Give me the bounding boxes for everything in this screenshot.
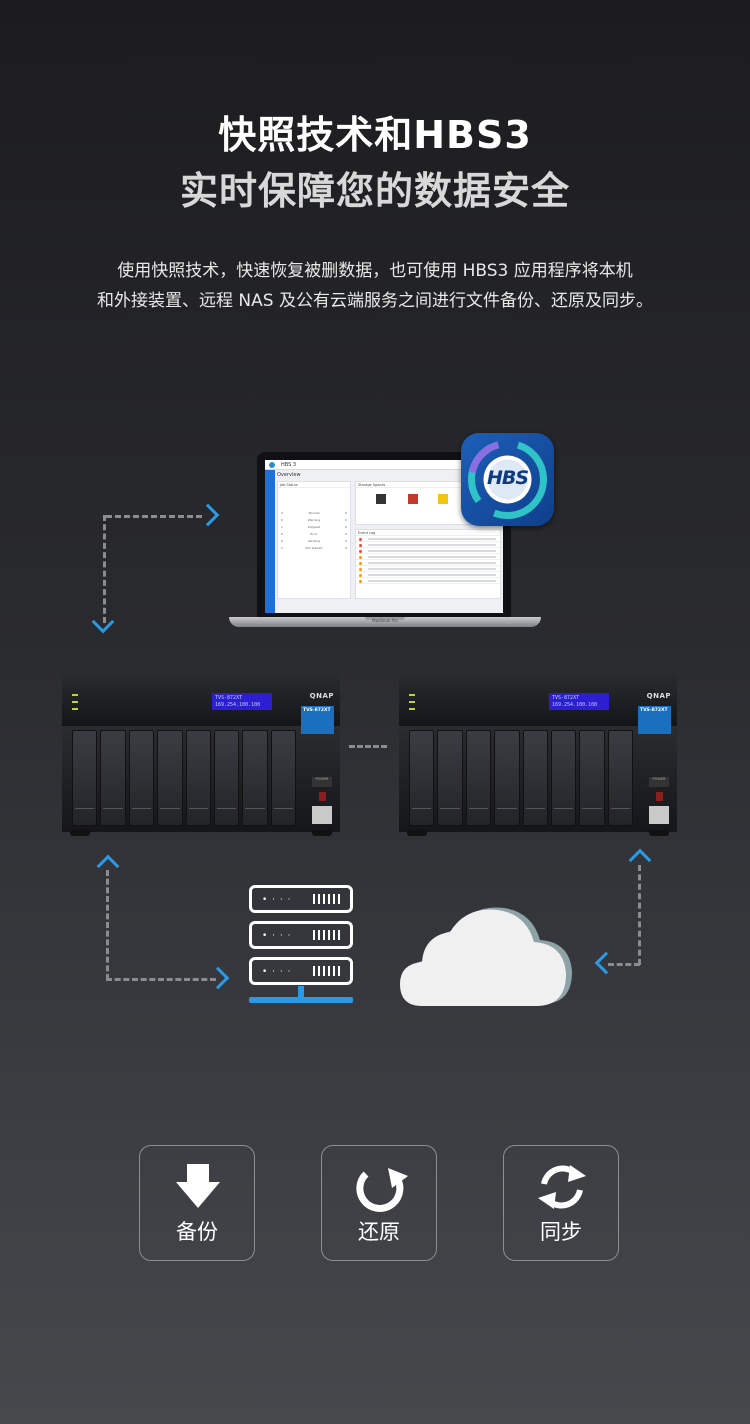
device-label: MacBook Pro xyxy=(372,618,398,623)
status-leds xyxy=(72,694,86,715)
laptop-base xyxy=(229,617,541,627)
nas-brand: QNAP xyxy=(646,692,671,700)
event-log-title: Event Log xyxy=(356,530,500,536)
hbs-logo-icon xyxy=(269,462,275,468)
description: 使用快照技术，快速恢复被删数据，也可使用 HBS3 应用程序将本机 和外接装置、… xyxy=(0,256,750,316)
power-button: POWER xyxy=(312,777,332,787)
drive-bays xyxy=(72,730,296,826)
cloud-icon xyxy=(398,900,578,1008)
drive-bay xyxy=(437,730,463,826)
sync-button[interactable]: 同步 xyxy=(503,1145,619,1261)
drive-bay xyxy=(242,730,268,826)
status-leds xyxy=(409,694,423,715)
description-line-2: 和外接装置、远程 NAS 及公有云端服务之间进行文件备份、还原及同步。 xyxy=(97,291,653,311)
nas-brand: QNAP xyxy=(309,692,334,700)
nas-model-badge: TVS-872XT xyxy=(638,706,671,734)
drive-bay xyxy=(157,730,183,826)
restore-label: 还原 xyxy=(358,1220,400,1244)
storage-device-icon xyxy=(408,494,418,504)
sync-icon xyxy=(504,1162,618,1212)
processor-sticker xyxy=(649,806,669,824)
restore-icon xyxy=(322,1162,436,1212)
server-unit: • · · · xyxy=(249,885,353,913)
log-row xyxy=(356,566,500,572)
log-row xyxy=(356,554,500,560)
drive-bay xyxy=(213,730,240,826)
nas-connector-line xyxy=(349,745,387,748)
server-base xyxy=(249,997,353,1003)
status-led xyxy=(319,792,326,801)
drive-bay xyxy=(270,730,296,826)
backup-button[interactable]: 备份 xyxy=(139,1145,255,1261)
description-line-1: 使用快照技术，快速恢复被删数据，也可使用 HBS3 应用程序将本机 xyxy=(117,261,633,281)
page-subtitle: 实时保障您的数据安全 xyxy=(179,169,570,213)
log-row xyxy=(356,578,500,584)
drive-bay xyxy=(409,730,435,826)
storage-spaces-title: Storage Spaces xyxy=(356,482,500,488)
log-row xyxy=(356,560,500,566)
drive-bay xyxy=(494,730,520,826)
hbs-app-icon xyxy=(461,433,554,526)
job-status-title: Job Status xyxy=(278,482,350,488)
server-stem xyxy=(298,986,304,998)
nas-model-badge: TVS-872XT xyxy=(301,706,334,734)
server-unit: • · · · xyxy=(249,957,353,985)
backup-label: 备份 xyxy=(176,1220,218,1244)
drive-bay xyxy=(579,730,605,826)
connector-line xyxy=(106,978,216,981)
chevron-left-icon xyxy=(594,951,618,975)
log-row xyxy=(356,548,500,554)
connector-line xyxy=(106,870,109,980)
restore-button[interactable]: 还原 xyxy=(321,1145,437,1261)
drive-bay xyxy=(128,730,155,826)
app-title: HBS 3 xyxy=(281,462,297,468)
drive-bay xyxy=(522,730,548,826)
log-row xyxy=(356,542,500,548)
drive-bay xyxy=(100,730,126,826)
log-row xyxy=(356,572,500,578)
processor-sticker xyxy=(312,806,332,824)
app-titlebar: HBS 3 xyxy=(265,460,503,470)
drive-bay xyxy=(72,730,98,826)
google-drive-icon xyxy=(438,494,448,504)
download-arrow-icon xyxy=(140,1162,254,1212)
drive-bay xyxy=(465,730,492,826)
event-log-panel: Event Log xyxy=(355,529,501,599)
server-unit: • · · · xyxy=(249,921,353,949)
hbs-icon-text: HBS xyxy=(486,467,529,489)
connector-line xyxy=(638,865,641,965)
drive-bay xyxy=(185,730,211,826)
connector-line xyxy=(103,515,106,623)
chevron-right-icon xyxy=(196,503,220,527)
drive-bays xyxy=(409,730,633,826)
drive-bay xyxy=(607,730,633,826)
chevron-right-icon xyxy=(206,966,230,990)
sync-label: 同步 xyxy=(540,1220,582,1244)
connector-line xyxy=(106,515,202,518)
power-button: POWER xyxy=(649,777,669,787)
log-row xyxy=(356,536,500,542)
connector-line xyxy=(608,963,640,966)
chevron-down-icon xyxy=(91,610,115,634)
storage-device-icon xyxy=(376,494,386,504)
overview-heading: Overview xyxy=(277,472,301,478)
app-sidebar[interactable] xyxy=(265,470,275,613)
drive-bay xyxy=(550,730,577,826)
page-title: 快照技术和HBS3 xyxy=(218,113,532,157)
status-led xyxy=(656,792,663,801)
